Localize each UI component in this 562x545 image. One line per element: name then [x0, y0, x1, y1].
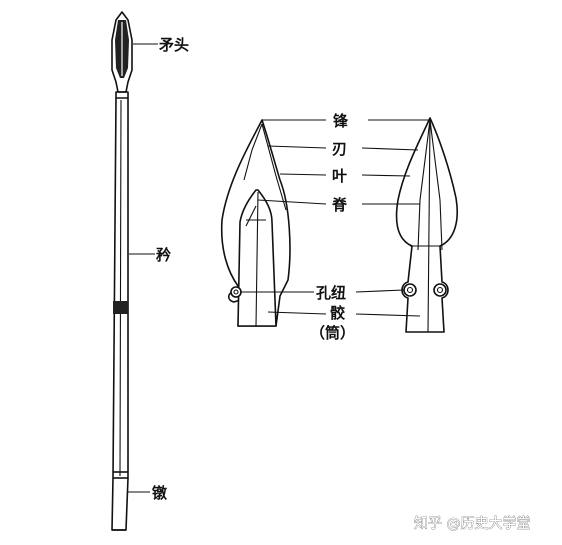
spear-head-drawing: [111, 11, 133, 99]
shaft-label: 矜: [156, 246, 171, 264]
spearhead-oblique-view: [220, 119, 291, 327]
detail-leaders: [240, 119, 430, 317]
shaft-drawing: [112, 97, 129, 479]
full-spear: [111, 11, 158, 531]
lug-hole-label: 孔纽: [316, 284, 346, 302]
edge-label: 刃: [332, 140, 347, 158]
spearhead-front-view: [395, 117, 458, 333]
blade-label: 叶: [332, 167, 347, 185]
socket-alt-label: （筒）: [310, 324, 355, 342]
watermark-text: 知乎 @历史大学堂: [414, 515, 530, 532]
tip-label: 锋: [333, 112, 349, 130]
spear-head-label: 矛头: [158, 36, 189, 54]
butt-drawing: [111, 471, 129, 531]
butt-label: 镦: [151, 484, 168, 502]
socket-label: 骹: [330, 304, 346, 322]
ridge-label: 脊: [331, 196, 348, 214]
